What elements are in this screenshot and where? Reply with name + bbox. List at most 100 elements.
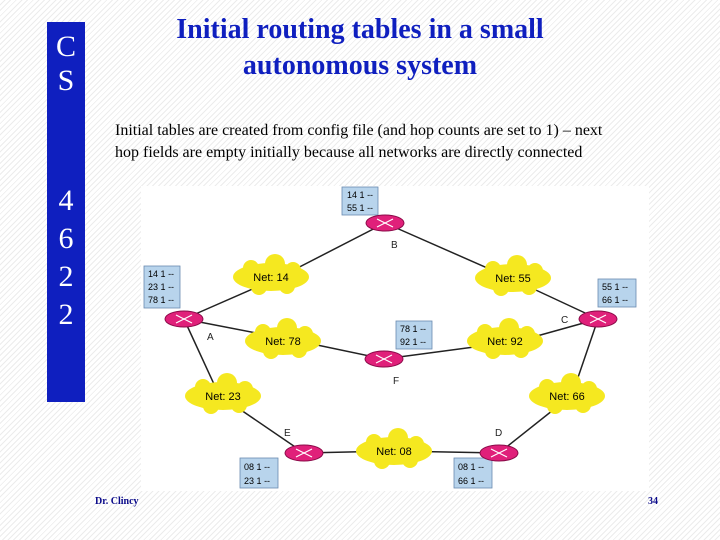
slide-subtitle: Initial tables are created from config f… bbox=[115, 120, 695, 164]
sidebar-digit-1: 4 bbox=[58, 184, 74, 217]
network-label: Net: 08 bbox=[376, 446, 411, 458]
router-arrows-icon bbox=[295, 448, 313, 458]
router-b: B bbox=[365, 214, 405, 251]
cloud-shape bbox=[388, 428, 408, 448]
router-label: F bbox=[393, 376, 399, 387]
cloud-shape bbox=[521, 279, 537, 295]
cloud-shape bbox=[408, 436, 424, 452]
cloud-shape bbox=[402, 452, 418, 468]
network-label: Net: 78 bbox=[265, 336, 300, 348]
table-row: 55 1 -- bbox=[347, 203, 373, 213]
network-diagram: Net: 14 Net: 55 Net: 78 Ne bbox=[141, 186, 649, 491]
network-diagram-svg: Net: 14 Net: 55 Net: 78 Ne bbox=[143, 186, 637, 489]
link-a-net23 bbox=[183, 318, 220, 396]
router-f: F bbox=[364, 350, 404, 387]
router-e: E bbox=[284, 428, 324, 462]
table-row: 08 1 -- bbox=[458, 462, 484, 472]
routing-table-b: 14 1 -- 55 1 -- bbox=[341, 186, 379, 216]
title-line-2: autonomous system bbox=[242, 50, 478, 81]
cloud-shape bbox=[279, 278, 295, 294]
network-label: Net: 55 bbox=[495, 273, 530, 285]
cloud-shape bbox=[485, 261, 501, 277]
cloud-shape bbox=[575, 397, 591, 413]
cloud-shape bbox=[527, 263, 543, 279]
title-line-1: Initial routing tables in a small bbox=[176, 14, 544, 45]
cloud-shape bbox=[231, 397, 247, 413]
table-bg bbox=[341, 186, 379, 216]
table-row: 08 1 -- bbox=[244, 462, 270, 472]
table-row: 55 1 -- bbox=[602, 282, 628, 292]
cloud-shape bbox=[539, 379, 555, 395]
cloud-net-23: Net: 23 bbox=[185, 373, 261, 414]
table-bg bbox=[239, 457, 279, 489]
cloud-shape bbox=[581, 381, 597, 397]
network-label: Net: 92 bbox=[487, 336, 522, 348]
router-arrows-icon bbox=[490, 448, 508, 458]
router-label: B bbox=[391, 240, 398, 251]
router-label: E bbox=[284, 428, 291, 439]
sidebar-digit-2: 6 bbox=[58, 222, 74, 255]
cloud-net-14: Net: 14 bbox=[233, 254, 309, 295]
sidebar-letter-c: C bbox=[55, 30, 76, 63]
cloud-shape bbox=[493, 280, 509, 296]
table-row: 78 1 -- bbox=[148, 295, 174, 305]
sidebar-bar bbox=[47, 22, 85, 402]
router-arrows-icon bbox=[589, 314, 607, 324]
cloud-net-66: Net: 66 bbox=[529, 373, 605, 414]
routing-table-c: 55 1 -- 66 1 -- bbox=[597, 278, 637, 308]
cloud-shape bbox=[237, 381, 253, 397]
cloud-net-08: Net: 08 bbox=[356, 428, 432, 469]
table-row: 92 1 -- bbox=[400, 337, 426, 347]
cloud-shape bbox=[291, 342, 307, 358]
router-a: A bbox=[164, 310, 214, 343]
router-arrows-icon bbox=[375, 354, 393, 364]
cloud-shape bbox=[263, 343, 279, 359]
cloud-shape bbox=[519, 326, 535, 342]
router-arrows-icon bbox=[175, 314, 193, 324]
cloud-shape bbox=[547, 398, 563, 414]
cloud-shape bbox=[265, 254, 285, 274]
cloud-net-55: Net: 55 bbox=[475, 255, 551, 296]
sidebar-digit-3: 2 bbox=[58, 260, 74, 293]
routing-table-e: 08 1 -- 23 1 -- bbox=[239, 457, 279, 489]
table-row: 66 1 -- bbox=[602, 295, 628, 305]
cloud-shape bbox=[255, 324, 271, 340]
router-d: D bbox=[479, 428, 519, 462]
cloud-net-78: Net: 78 bbox=[245, 318, 321, 359]
routing-table-d: 08 1 -- 66 1 -- bbox=[453, 457, 493, 489]
table-bg bbox=[453, 457, 493, 489]
cloud-shape bbox=[513, 342, 529, 358]
footer-author: Dr. Clincy bbox=[95, 496, 139, 507]
cloud-shape bbox=[561, 373, 581, 393]
routing-table-f: 78 1 -- 92 1 -- bbox=[395, 320, 433, 350]
cloud-shape bbox=[477, 324, 493, 340]
cloud-net-92: Net: 92 bbox=[467, 318, 543, 359]
cloud-shape bbox=[485, 343, 501, 359]
cloud-shape bbox=[285, 262, 301, 278]
router-label: C bbox=[561, 315, 568, 326]
sidebar-digit-4: 2 bbox=[58, 298, 74, 331]
router-arrows-icon bbox=[376, 218, 394, 228]
table-row: 23 1 -- bbox=[244, 476, 270, 486]
router-label: D bbox=[495, 428, 502, 439]
cloud-shape bbox=[251, 279, 267, 295]
cloud-shape bbox=[243, 260, 259, 276]
network-label: Net: 14 bbox=[253, 272, 288, 284]
subtitle-line-2: hop fields are empty initially because a… bbox=[115, 144, 583, 161]
router-c: C bbox=[561, 310, 618, 328]
table-bg bbox=[143, 265, 181, 309]
sidebar-letter-s: S bbox=[57, 64, 75, 97]
cloud-shape bbox=[277, 318, 297, 338]
slide-title: Initial routing tables in a small autono… bbox=[120, 12, 600, 84]
footer-page-number: 34 bbox=[648, 496, 658, 507]
table-row: 14 1 -- bbox=[148, 269, 174, 279]
cloud-shape bbox=[507, 255, 527, 275]
cloud-shape bbox=[217, 373, 237, 393]
network-label: Net: 23 bbox=[205, 391, 240, 403]
table-row: 66 1 -- bbox=[458, 476, 484, 486]
routing-table-a: 14 1 -- 23 1 -- 78 1 -- bbox=[143, 265, 181, 309]
table-row: 23 1 -- bbox=[148, 282, 174, 292]
network-label: Net: 66 bbox=[549, 391, 584, 403]
subtitle-line-1: Initial tables are created from config f… bbox=[115, 122, 603, 139]
router-label: A bbox=[207, 332, 214, 343]
